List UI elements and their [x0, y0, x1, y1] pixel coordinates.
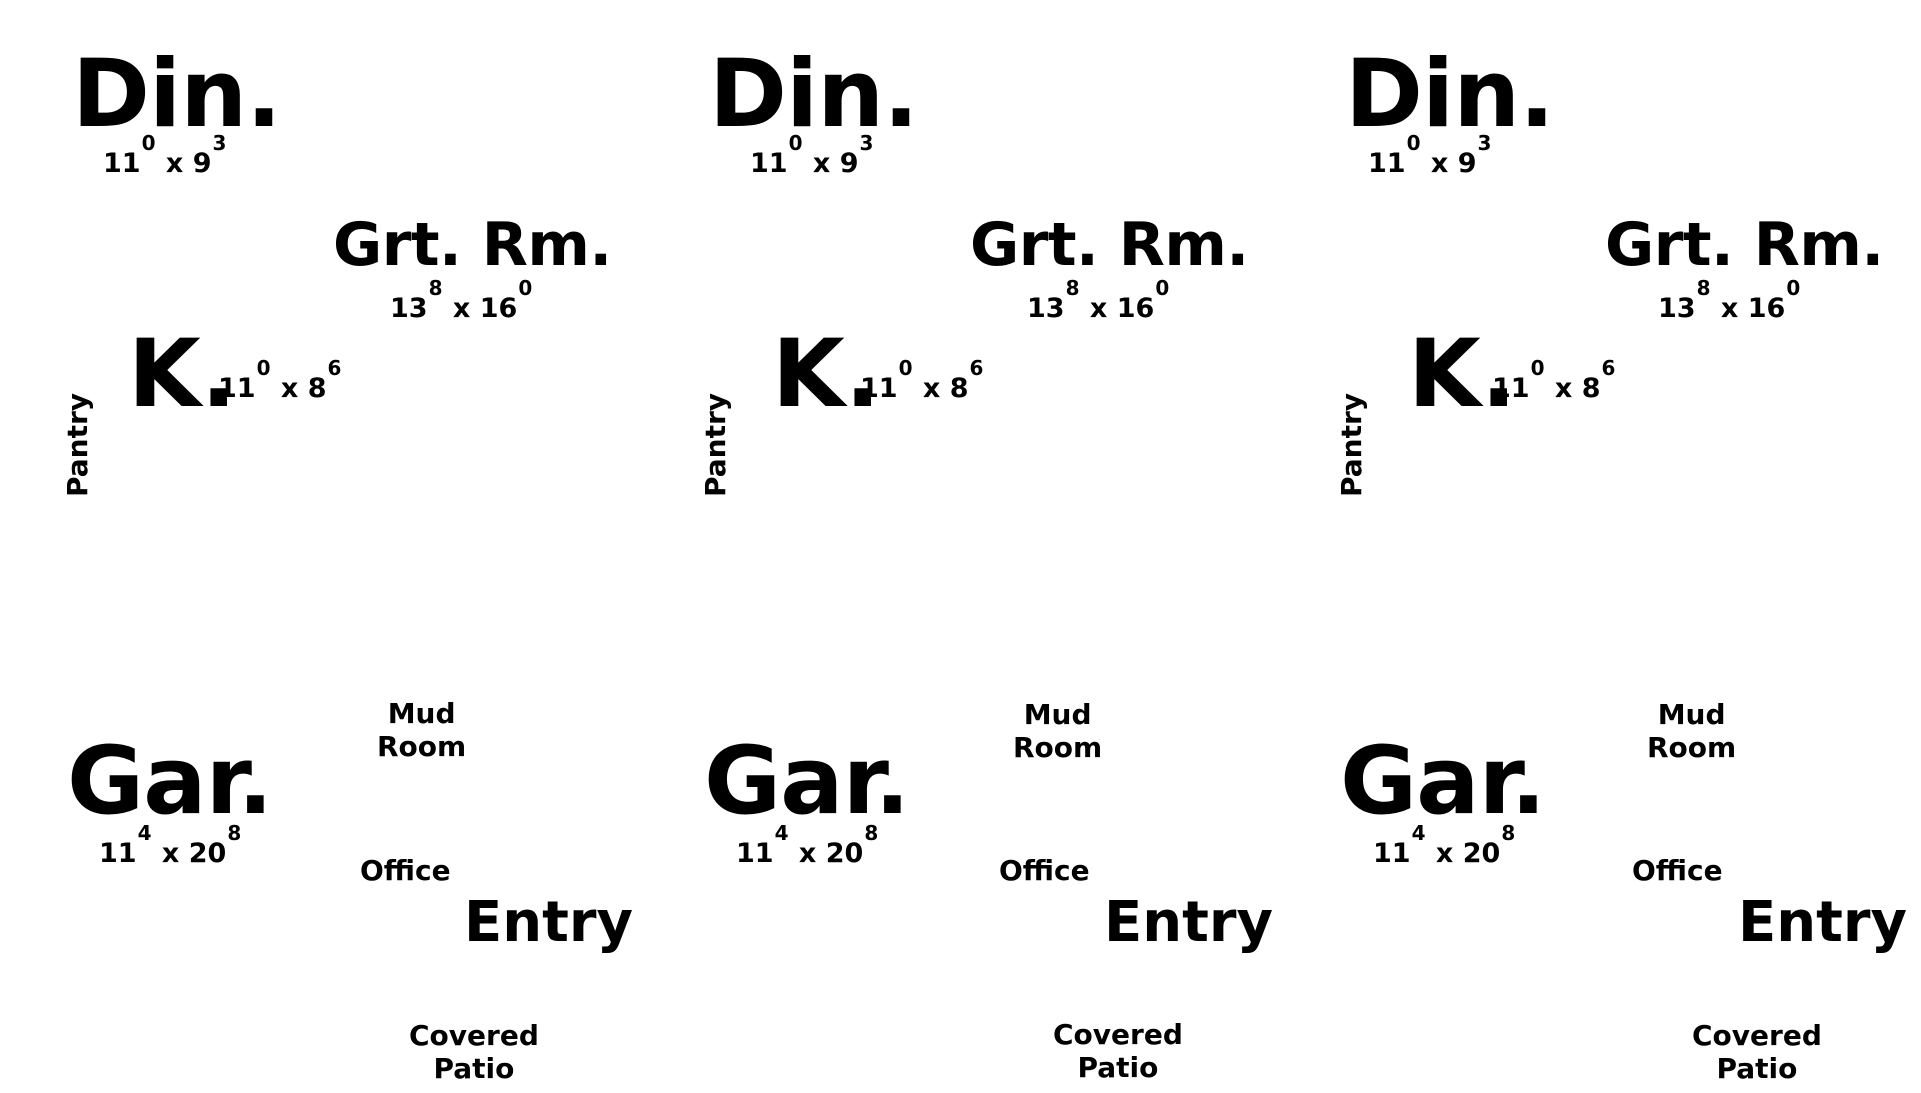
dining-room-dimensions: 110 x 93: [103, 131, 227, 179]
kitchen-label: K.: [128, 320, 237, 429]
entry-label: Entry: [1738, 890, 1908, 955]
entry-label: Entry: [1104, 890, 1274, 955]
covered-patio-label: Covered Patio: [1053, 1018, 1183, 1085]
kitchen-label: K.: [1408, 320, 1517, 429]
garage-dimensions: 114 x 208: [1373, 821, 1516, 869]
great-room-dimensions: 138 x 160: [1027, 276, 1170, 324]
great-room-label: Grt. Rm.: [970, 210, 1249, 280]
office-label: Office: [999, 854, 1090, 887]
pantry-label: Pantry: [61, 392, 94, 497]
entry-label: Entry: [464, 890, 634, 955]
kitchen-dimensions: 110 x 86: [860, 356, 984, 404]
mud-room-label: Mud Room: [377, 697, 467, 764]
kitchen-dimensions: 110 x 86: [218, 356, 342, 404]
mud-room-label: Mud Room: [1013, 698, 1103, 765]
covered-patio-label: Covered Patio: [409, 1019, 539, 1086]
office-label: Office: [1632, 854, 1723, 887]
great-room-dimensions: 138 x 160: [390, 276, 533, 324]
great-room-label: Grt. Rm.: [333, 210, 612, 280]
kitchen-dimensions: 110 x 86: [1492, 356, 1616, 404]
great-room-dimensions: 138 x 160: [1658, 276, 1801, 324]
dining-room-label: Din.: [1345, 40, 1555, 149]
pantry-label: Pantry: [699, 392, 732, 497]
garage-dimensions: 114 x 208: [99, 821, 242, 869]
covered-patio-label: Covered Patio: [1692, 1019, 1822, 1086]
garage-label: Gar.: [1340, 727, 1546, 836]
great-room-label: Grt. Rm.: [1605, 210, 1884, 280]
mud-room-label: Mud Room: [1647, 698, 1737, 765]
floor-plan-panel-2: Din. 110 x 93 Grt. Rm. 138 x 160 K. 110 …: [636, 0, 1276, 1093]
garage-label: Gar.: [67, 727, 273, 836]
office-label: Office: [360, 854, 451, 887]
garage-dimensions: 114 x 208: [736, 821, 879, 869]
dining-room-dimensions: 110 x 93: [750, 131, 874, 179]
pantry-label: Pantry: [1335, 392, 1368, 497]
dining-room-label: Din.: [709, 40, 919, 149]
dining-room-label: Din.: [72, 40, 282, 149]
garage-label: Gar.: [704, 727, 910, 836]
dining-room-dimensions: 110 x 93: [1368, 131, 1492, 179]
floor-plan-panel-3: Din. 110 x 93 Grt. Rm. 138 x 160 K. 110 …: [1272, 0, 1912, 1093]
floor-plan-panel-1: Din. 110 x 93 Grt. Rm. 138 x 160 K. 110 …: [0, 0, 640, 1093]
kitchen-label: K.: [772, 320, 881, 429]
